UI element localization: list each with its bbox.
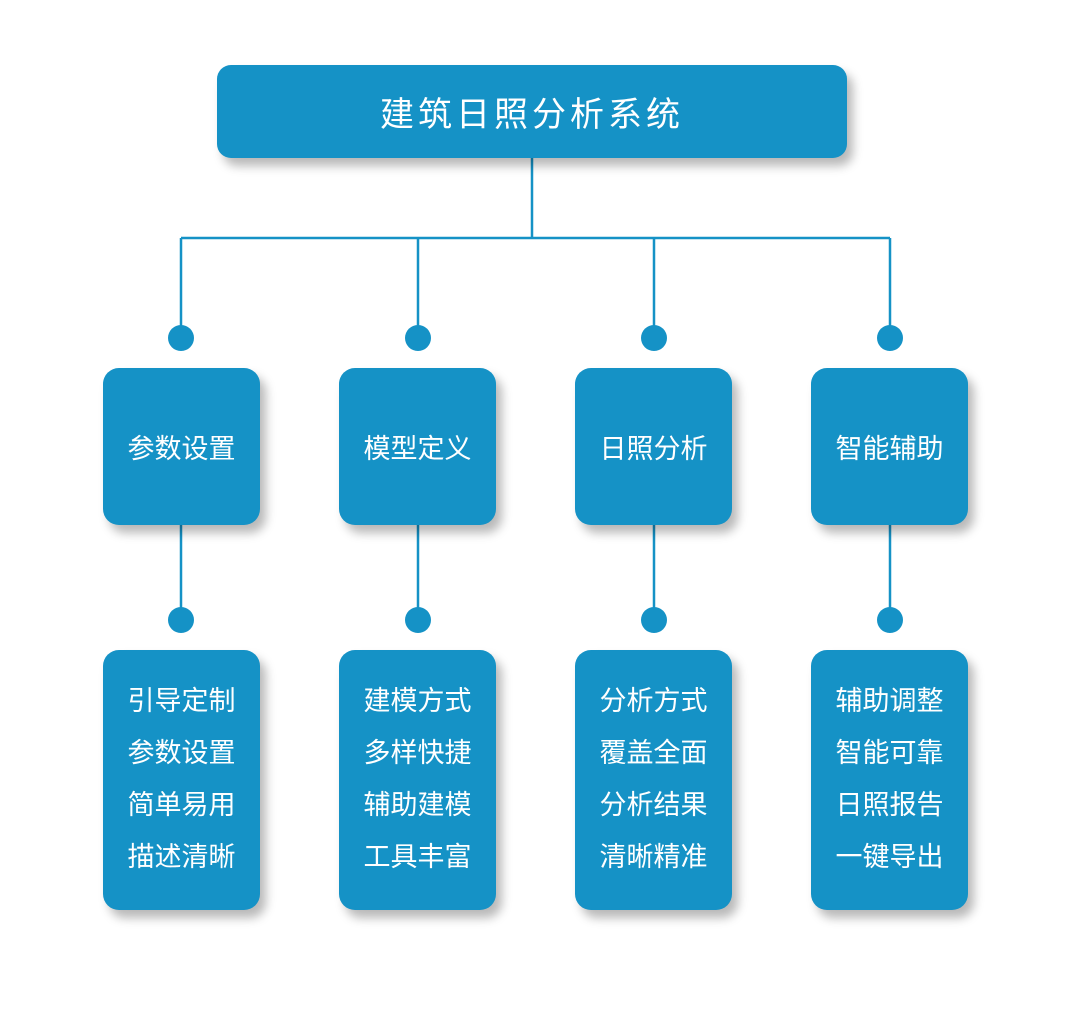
category-title: 日照分析 (599, 434, 708, 465)
detail-item: 参数设置 (127, 738, 236, 769)
detail-item: 工具丰富 (363, 842, 472, 873)
detail-dot-0 (168, 607, 194, 633)
category-node-model: 模型定义 (339, 368, 496, 525)
detail-item: 清晰精准 (599, 842, 708, 873)
category-node-assist: 智能辅助 (811, 368, 968, 525)
detail-item: 分析方式 (599, 686, 708, 717)
root-node: 建筑日照分析系统 (217, 65, 847, 158)
root-title: 建筑日照分析系统 (380, 95, 684, 135)
branch-dot-2 (641, 325, 667, 351)
detail-node-parameters: 引导定制 参数设置 简单易用 描述清晰 (103, 650, 260, 910)
detail-item: 一键导出 (835, 842, 944, 873)
detail-item: 辅助调整 (835, 686, 944, 717)
detail-item: 引导定制 (127, 686, 236, 717)
category-node-parameters: 参数设置 (103, 368, 260, 525)
branch-dot-0 (168, 325, 194, 351)
detail-dot-3 (877, 607, 903, 633)
detail-item: 覆盖全面 (599, 738, 708, 769)
category-title: 参数设置 (127, 434, 236, 465)
branch-dot-1 (405, 325, 431, 351)
connector-dots (168, 325, 903, 633)
category-title: 模型定义 (363, 434, 472, 465)
detail-dot-1 (405, 607, 431, 633)
category-node-sunlight: 日照分析 (575, 368, 732, 525)
detail-item: 描述清晰 (127, 842, 236, 873)
detail-dot-2 (641, 607, 667, 633)
detail-item: 智能可靠 (835, 738, 944, 769)
detail-item: 辅助建模 (363, 790, 472, 821)
detail-node-model: 建模方式 多样快捷 辅助建模 工具丰富 (339, 650, 496, 910)
detail-item: 简单易用 (127, 790, 236, 821)
detail-node-assist: 辅助调整 智能可靠 日照报告 一键导出 (811, 650, 968, 910)
detail-node-sunlight: 分析方式 覆盖全面 分析结果 清晰精准 (575, 650, 732, 910)
detail-item: 建模方式 (363, 686, 472, 717)
branch-dot-3 (877, 325, 903, 351)
category-title: 智能辅助 (835, 434, 944, 465)
detail-item: 多样快捷 (363, 738, 472, 769)
detail-item: 分析结果 (599, 790, 708, 821)
detail-item: 日照报告 (835, 790, 944, 821)
connector-lines (179, 158, 892, 620)
